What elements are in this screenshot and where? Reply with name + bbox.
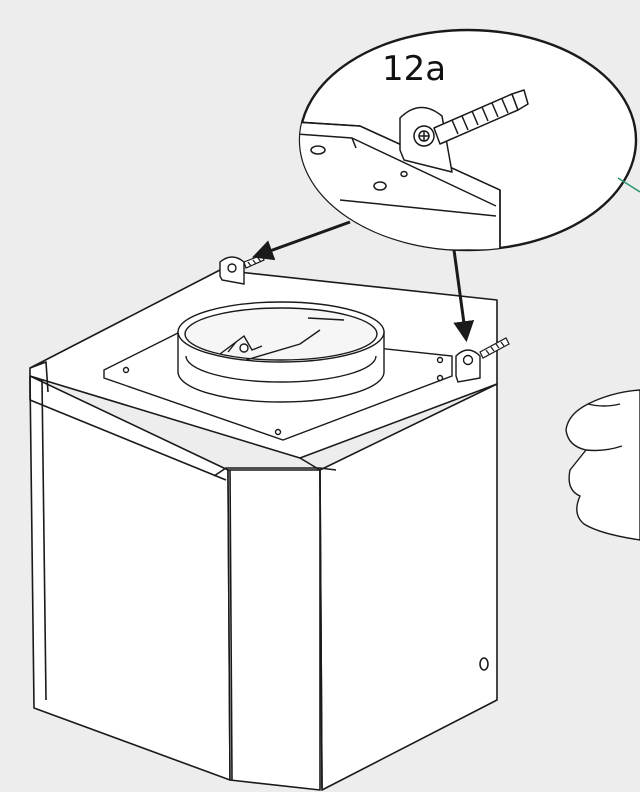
hand-icon xyxy=(565,389,640,541)
arrow-to-right-bracket xyxy=(452,249,475,343)
screw-left xyxy=(243,254,265,269)
hood-left-face xyxy=(29,375,231,781)
hood-side-hole xyxy=(479,657,489,671)
accent-wire xyxy=(617,177,640,193)
duct-collar xyxy=(177,301,385,403)
arrow-to-left-bracket xyxy=(252,220,351,261)
step-label: 12a xyxy=(382,49,447,89)
hood-middle-face xyxy=(227,469,321,791)
detail-callout xyxy=(298,28,638,252)
screw-right xyxy=(479,337,510,359)
hood-box xyxy=(29,269,498,791)
hood-right-face xyxy=(319,383,498,791)
mounting-bracket-right xyxy=(455,349,481,383)
mounting-bracket-left xyxy=(219,256,245,285)
